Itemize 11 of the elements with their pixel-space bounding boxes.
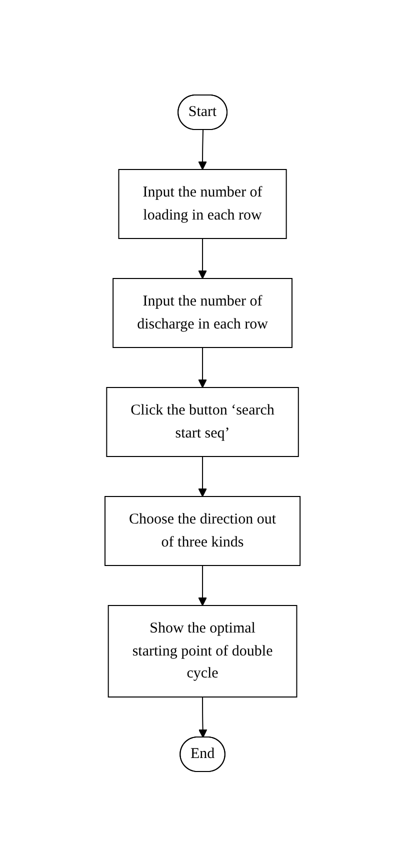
arrow: [198, 346, 208, 388]
node-box: Input the number of loading in each row: [118, 168, 288, 239]
arrow: [198, 238, 208, 279]
arrow: [198, 696, 208, 738]
node-box: Input the number of discharge in each row: [113, 278, 293, 348]
arrow: [198, 129, 208, 170]
node-box: Show the optimal starting point of double cycle: [108, 604, 298, 698]
arrow: [198, 564, 208, 606]
node-box: Click the button ‘search start seq’: [106, 386, 300, 457]
arrow: [198, 456, 208, 497]
node-box: Choose the direction out of three kinds: [104, 496, 302, 566]
